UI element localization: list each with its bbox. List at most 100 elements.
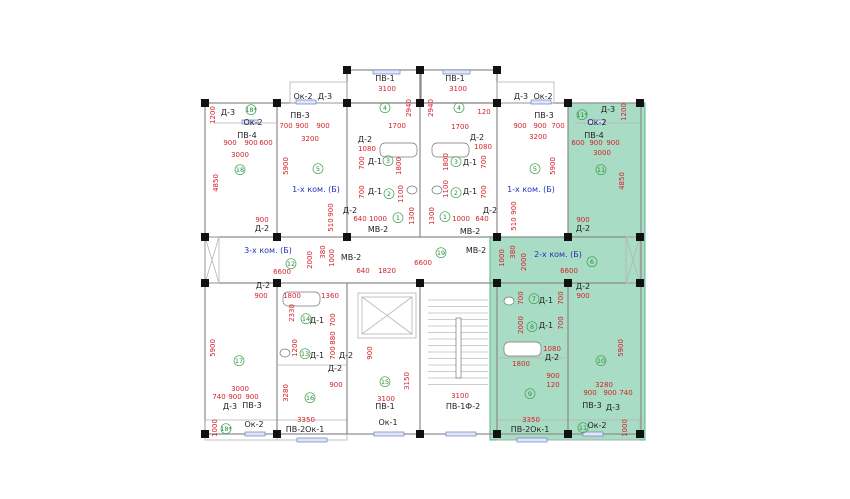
apartment-type-label: 2-х ком. (Б) [534, 250, 582, 259]
dimension-label: 120 [477, 108, 490, 116]
dimension-label: 2940 [405, 99, 413, 117]
dimension-label: 900 [244, 139, 257, 147]
room-number-circle [524, 388, 536, 400]
dimension-label: 2000 [306, 251, 314, 269]
room-number-label: 6 [590, 258, 594, 266]
dimension-label: 6600 [273, 268, 291, 276]
element-tag-label: Д-1 [368, 187, 382, 196]
windows [241, 69, 605, 443]
room-number-label: 1 [443, 213, 447, 221]
bathtub-icon [431, 142, 470, 158]
room-number-label: 5 [316, 165, 320, 173]
dimension-label: 510 [327, 218, 335, 231]
dimension-label: 1200 [291, 339, 299, 357]
element-tag-label: Д-3 [606, 403, 620, 412]
dimension-label: 4850 [618, 172, 626, 190]
toilet-icon [406, 185, 418, 195]
elevator-shaft [357, 292, 417, 339]
room-number-label: 19 [437, 249, 445, 257]
column-pillar [343, 66, 351, 74]
dimension-label: 2330 [288, 304, 296, 322]
dimension-label: 3200 [529, 133, 547, 141]
column-pillar [273, 430, 281, 438]
dimension-label: 3350 [522, 416, 540, 424]
dimension-label: 700 [358, 156, 366, 169]
element-tag-label: Д-2 [339, 351, 353, 360]
dimension-label: 1000 [369, 215, 387, 223]
element-tag-label: Д-2 [545, 353, 559, 362]
dimension-label: 5900 [549, 157, 557, 175]
room-number-circle [529, 163, 541, 175]
element-tag-label: Д-2 [256, 281, 270, 290]
element-tag-label: МВ-2 [341, 253, 361, 262]
room-number-label: 11 [597, 166, 605, 174]
dimension-label: 3150 [403, 372, 411, 390]
room-number-label: 18* [220, 425, 232, 433]
dimension-label: 1800 [512, 360, 530, 368]
element-tag-label: Д-1 [368, 157, 382, 166]
room-number-label: 12 [287, 260, 295, 268]
dimension-label: 700 [557, 291, 565, 304]
dimension-label: 120 [546, 381, 559, 389]
element-tag-label: Ок-1 [378, 418, 397, 427]
column-pillar [201, 233, 209, 241]
element-tag-label: МВ-2 [460, 227, 480, 236]
dimension-label: 900 [223, 139, 236, 147]
element-tag-label: ПВ-4 [237, 131, 256, 140]
room-number-circle [299, 348, 311, 360]
toilet-icon [503, 296, 515, 306]
column-pillar [636, 233, 644, 241]
column-pillar [493, 66, 501, 74]
room-number-label: 5 [533, 165, 537, 173]
room-number-circle [450, 156, 462, 168]
dimension-label: 3100 [451, 392, 469, 400]
room-number-label: 2 [387, 190, 391, 198]
column-pillar [493, 279, 501, 287]
dimension-label: 640 [353, 215, 366, 223]
column-pillar [493, 99, 501, 107]
stair-railing [455, 317, 462, 379]
room-number-label: 4 [383, 104, 387, 112]
pillars [201, 66, 644, 438]
room-number-circle [595, 355, 607, 367]
dimension-label: 900 [245, 393, 258, 401]
room-number-circle [382, 155, 394, 167]
dimension-label: 1820 [378, 267, 396, 275]
dimension-label: 880 [329, 331, 337, 344]
column-pillar [343, 99, 351, 107]
column-pillar [273, 99, 281, 107]
dimension-label: 900 [576, 216, 589, 224]
dimension-label: 5900 [209, 339, 217, 357]
element-tag-label: Д-1 [310, 351, 324, 360]
room-number-circle [439, 211, 451, 223]
room-number-circle [220, 423, 232, 435]
room-number-label: 2 [454, 189, 458, 197]
dimension-label: 3200 [301, 135, 319, 143]
room-number-label: 18 [236, 166, 244, 174]
dimension-label: 640 [356, 267, 369, 275]
dimension-label: 900 [533, 122, 546, 130]
dimension-label: 700 [480, 155, 488, 168]
element-tag-label: Д-2 [358, 135, 372, 144]
element-tag-label: МВ-2 [466, 246, 486, 255]
room-number-label: 15 [381, 378, 389, 386]
room-number-circle [312, 163, 324, 175]
element-tag-label: ПВ-1 [375, 402, 394, 411]
element-tag-label: Д-2 [470, 133, 484, 142]
column-pillar [636, 279, 644, 287]
room-number-circle [383, 188, 395, 200]
element-tag-label: Ок-2 [244, 420, 263, 429]
element-tag-label: ПВ-1 [445, 74, 464, 83]
room-number-label: 10 [597, 357, 605, 365]
column-pillar [416, 66, 424, 74]
dimension-label: 900 [546, 372, 559, 380]
room-number-circle [392, 212, 404, 224]
element-tag-label: ПВ-4 [584, 131, 603, 140]
dimension-label: 900 [254, 292, 267, 300]
element-tag-label: Д-1 [539, 321, 553, 330]
dimension-label: 740 [212, 393, 225, 401]
dimension-label: 3000 [593, 149, 611, 157]
column-pillar [493, 430, 501, 438]
